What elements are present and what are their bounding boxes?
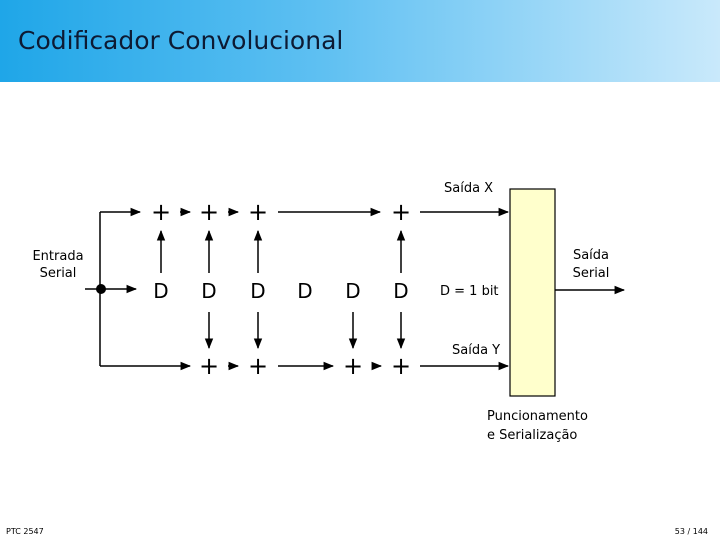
delay-cell-5: D <box>345 279 360 303</box>
slide-title: Codificador Convolucional <box>18 26 344 55</box>
adder-x2: + <box>199 198 219 226</box>
delay-cell-6: D <box>393 279 408 303</box>
serial-output-label-line-1: Saída <box>573 248 609 263</box>
adder-y1: + <box>199 352 219 380</box>
puncturing-block <box>509 188 556 397</box>
adder-x4: + <box>391 198 411 226</box>
input-label-line-2: Serial <box>40 266 77 281</box>
title-bar <box>0 0 720 82</box>
input-node <box>96 284 106 294</box>
serial-output-label-line-2: Serial <box>573 266 610 281</box>
adder-y2: + <box>248 352 268 380</box>
footer-page-number: 53 / 144 <box>674 527 708 536</box>
adder-x3: + <box>248 198 268 226</box>
footer-course: PTC 2547 <box>6 527 44 536</box>
delay-cell-4: D <box>297 279 312 303</box>
delay-cell-1: D <box>153 279 168 303</box>
delay-note: D = 1 bit <box>440 284 499 299</box>
output-y-label: Saída Y <box>452 343 500 358</box>
output-x-label: Saída X <box>444 181 493 196</box>
input-label-line-1: Entrada <box>32 249 83 264</box>
puncturing-label-line-2: e Serialização <box>487 428 577 443</box>
delay-cell-3: D <box>250 279 265 303</box>
adder-y4: + <box>391 352 411 380</box>
puncturing-label-line-1: Puncionamento <box>487 409 588 424</box>
delay-cell-2: D <box>201 279 216 303</box>
adder-y3: + <box>343 352 363 380</box>
adder-x1: + <box>151 198 171 226</box>
